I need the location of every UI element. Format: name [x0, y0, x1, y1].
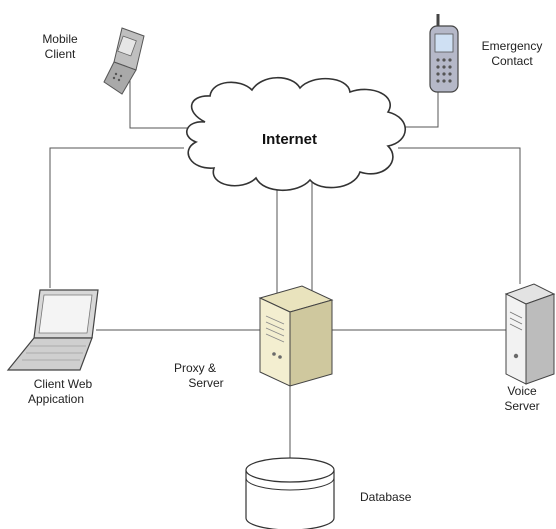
proxy-server-label-line2: Server: [188, 376, 224, 390]
client-web-app-label-line1: Client Web: [33, 377, 93, 391]
client-web-app-label: Client Web Appication: [10, 377, 102, 407]
proxy-server-label: Proxy & Server: [160, 361, 230, 391]
connection-lines: [49, 74, 521, 460]
emergency-contact-label-line1: Emergency: [481, 39, 543, 53]
voice-server-label-line1: Voice: [507, 384, 537, 398]
mobile-client-label-line1: Mobile: [42, 32, 78, 46]
link-emergency-internet: [392, 90, 439, 128]
emergency-contact-label: Emergency Contact: [476, 39, 548, 69]
mobile-client-icon: [103, 27, 145, 95]
client-web-laptop-icon: [6, 289, 99, 371]
emergency-contact-label-line2: Contact: [491, 54, 533, 68]
voice-server-label: Voice Server: [496, 384, 548, 414]
voice-server-label-line2: Server: [504, 399, 540, 413]
voice-server-icon: [504, 283, 556, 385]
internet-cloud-icon: [186, 77, 406, 191]
mobile-client-label-line2: Client: [44, 47, 76, 61]
internet-label: Internet: [262, 131, 318, 148]
proxy-server-label-line1: Proxy &: [173, 361, 216, 375]
proxy-server-icon: [258, 285, 334, 387]
mobile-client-label: Mobile Client: [32, 32, 88, 62]
link-mobile-internet: [129, 74, 196, 129]
client-web-app-label-line2: Appication: [27, 392, 85, 406]
database-label: Database: [360, 490, 412, 504]
emergency-contact-icon: [429, 14, 459, 93]
link-webapp-internet: [49, 147, 184, 288]
database-icon: [245, 457, 335, 529]
link-voice-internet: [398, 147, 521, 284]
